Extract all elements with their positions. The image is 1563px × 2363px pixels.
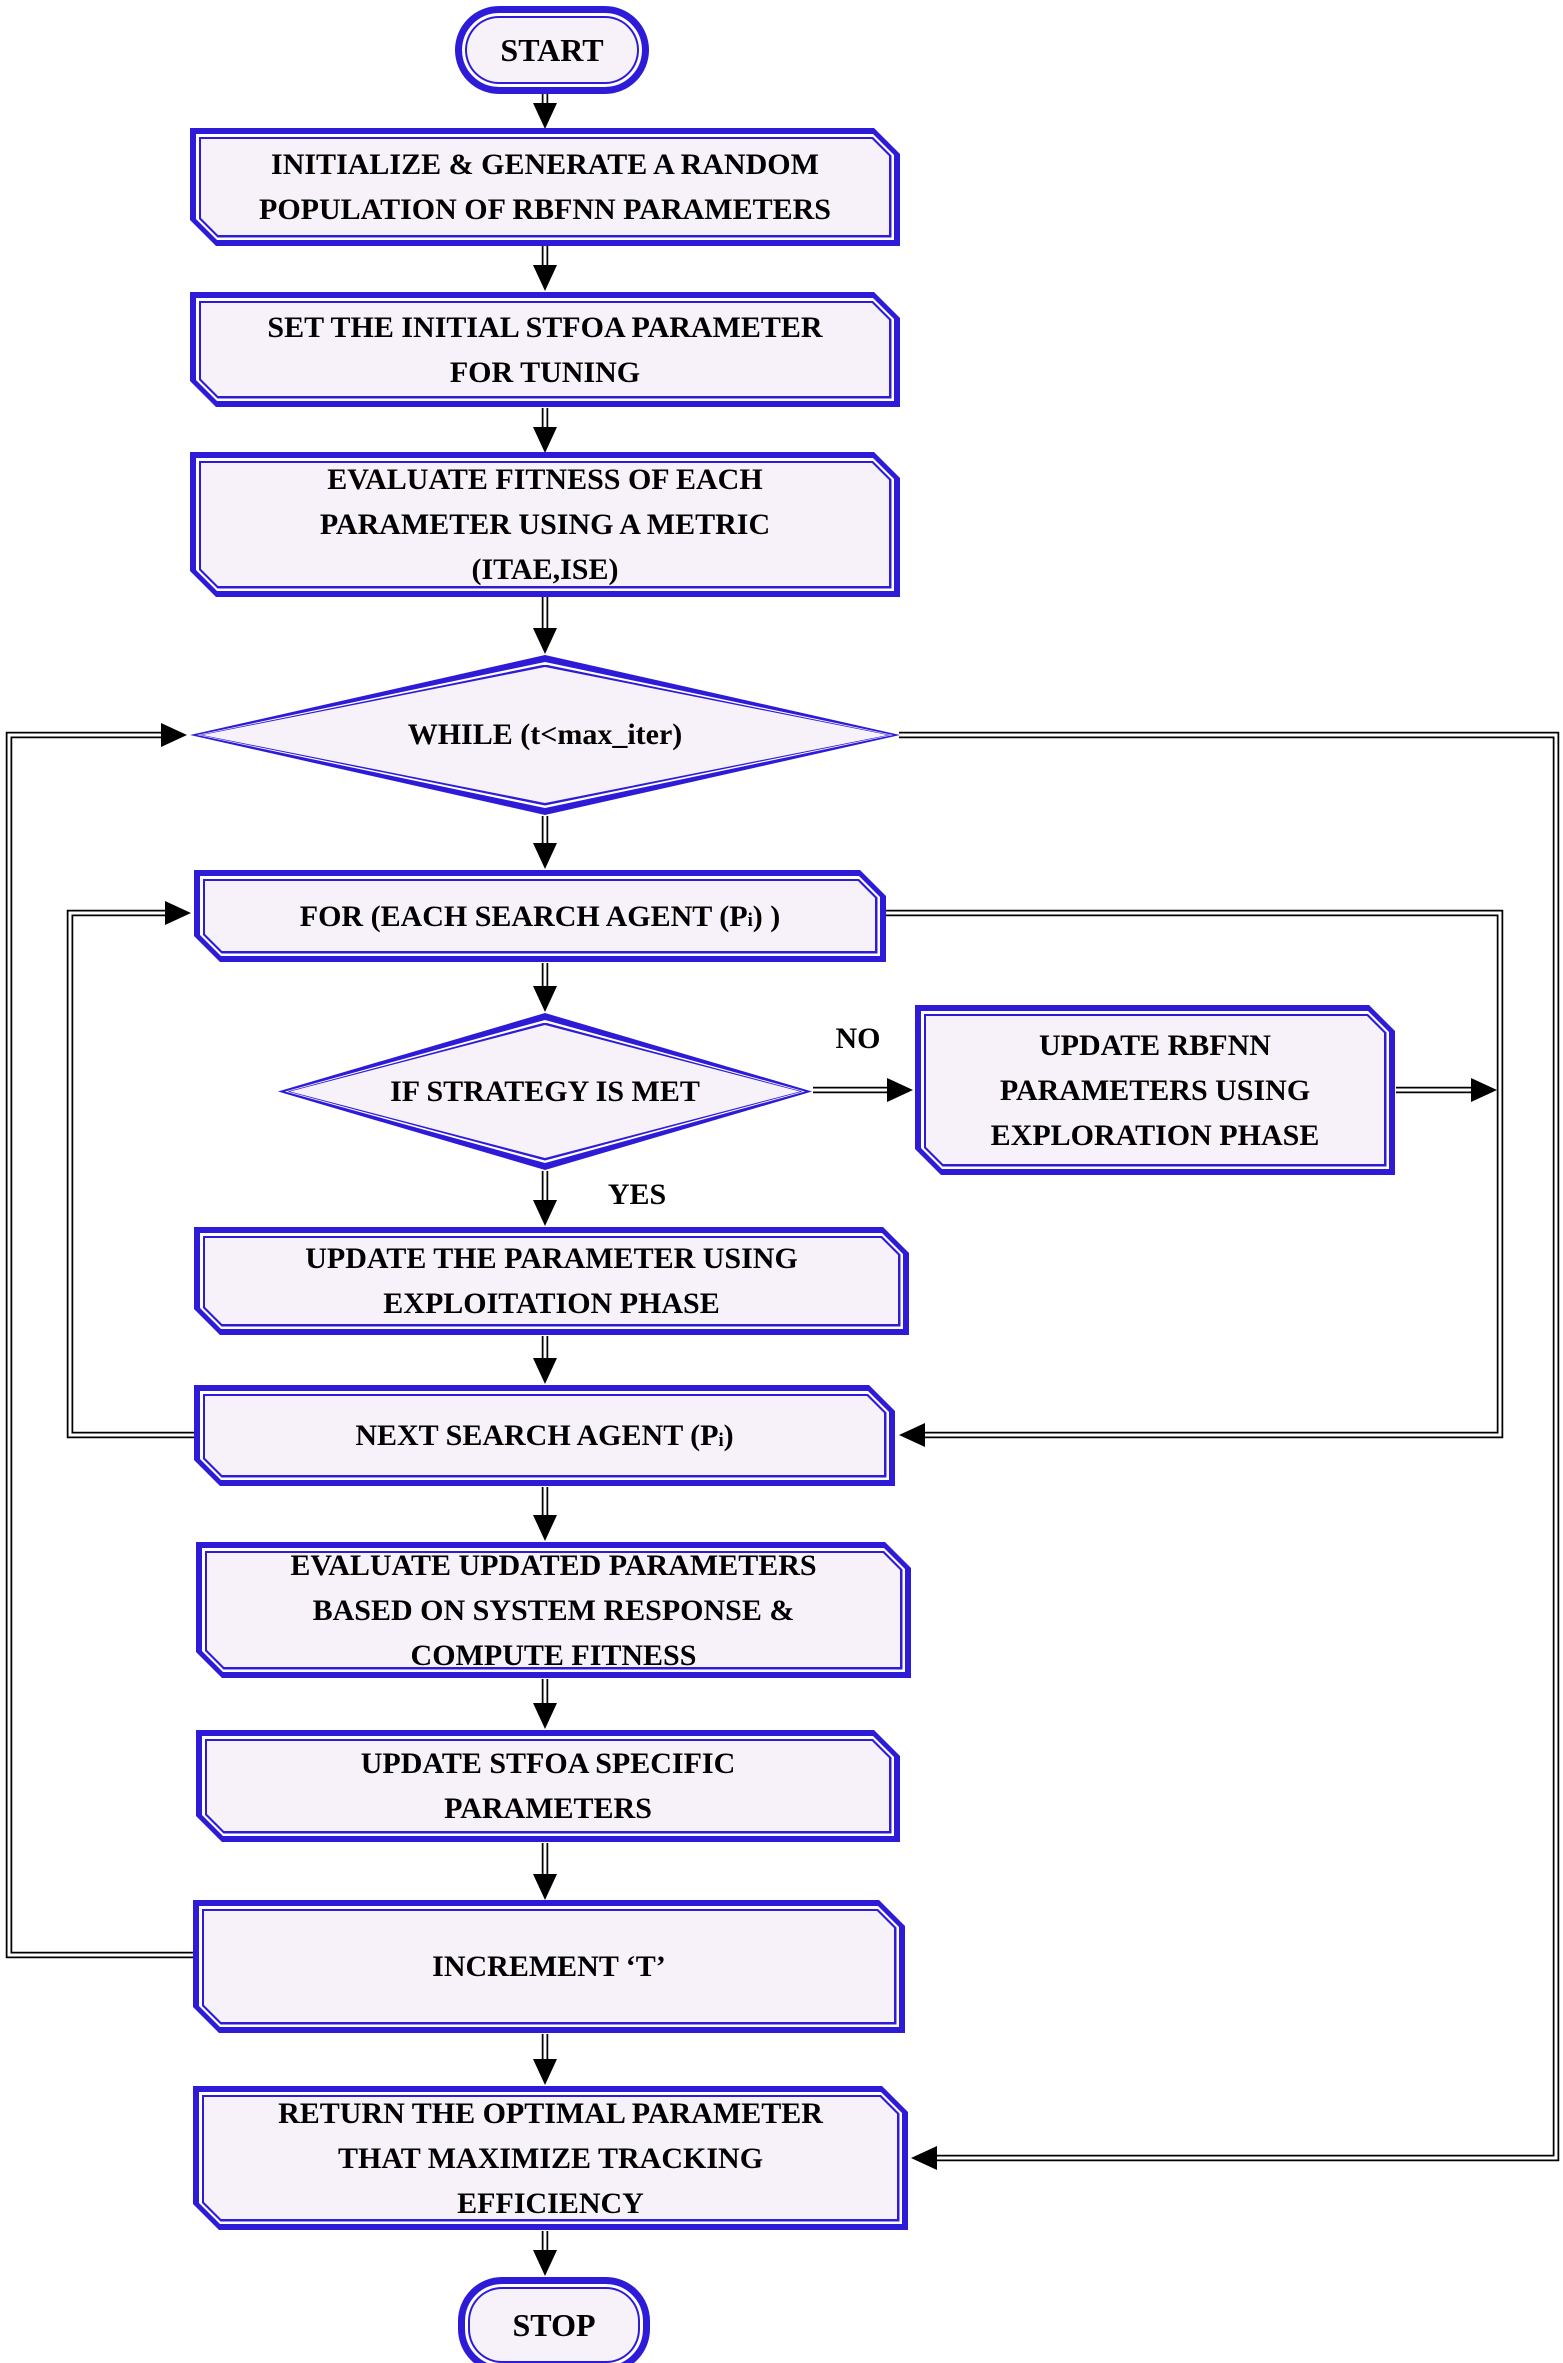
stop-label: STOP	[512, 2306, 596, 2343]
branch-label-no: NO	[835, 1022, 881, 1055]
arrowhead	[533, 2059, 557, 2085]
arrowhead	[533, 2250, 557, 2276]
node-stop: STOP	[458, 2277, 650, 2363]
node-set-initial-stfoa: SET THE INITIAL STFOA PARAMETER FOR TUNI…	[190, 292, 900, 407]
arrowhead	[887, 1078, 913, 1102]
arrowhead	[899, 1423, 925, 1447]
arrowhead	[161, 723, 187, 747]
node-label: UPDATE STFOA SPECIFIC PARAMETERS	[207, 1741, 889, 1831]
node-exploitation-phase: UPDATE THE PARAMETER USING EXPLOITATION …	[194, 1227, 909, 1335]
node-label: RETURN THE OPTIMAL PARAMETER THAT MAXIMI…	[204, 2097, 897, 2219]
node-start: START	[455, 6, 649, 94]
node-label: SET THE INITIAL STFOA PARAMETER FOR TUNI…	[201, 303, 889, 396]
node-label: UPDATE THE PARAMETER USING EXPLOITATION …	[205, 1238, 898, 1324]
arrowhead	[533, 628, 557, 654]
node-label: EVALUATE FITNESS OF EACH PARAMETER USING…	[201, 463, 889, 586]
arrowhead	[911, 2146, 937, 2170]
arrowhead	[1471, 1078, 1497, 1102]
arrowhead	[533, 986, 557, 1012]
node-update-stfoa-parameters: UPDATE STFOA SPECIFIC PARAMETERS	[196, 1730, 900, 1842]
edge-while-exit-return	[899, 731, 1560, 2162]
node-evaluate-fitness: EVALUATE FITNESS OF EACH PARAMETER USING…	[190, 452, 900, 597]
node-return-optimal-parameter: RETURN THE OPTIMAL PARAMETER THAT MAXIMI…	[193, 2086, 908, 2230]
node-label: EVALUATE UPDATED PARAMETERS BASED ON SYS…	[207, 1553, 900, 1667]
start-label: START	[500, 31, 604, 68]
node-label: UPDATE RBFNN PARAMETERS USING EXPLORATIO…	[926, 1016, 1384, 1164]
node-increment-t: INCREMENT ‘T’	[193, 1900, 905, 2033]
arrowhead	[533, 1874, 557, 1900]
node-label: INITIALIZE & GENERATE A RANDOM POPULATIO…	[201, 139, 889, 235]
node-exploration-phase: UPDATE RBFNN PARAMETERS USING EXPLORATIO…	[915, 1005, 1395, 1175]
arrowhead	[165, 901, 191, 925]
arrowhead	[533, 103, 557, 129]
node-label: INCREMENT ‘T’	[204, 1911, 894, 2022]
branch-label-yes: YES	[607, 1178, 667, 1211]
arrowhead	[533, 427, 557, 453]
arrowhead	[533, 1358, 557, 1384]
arrowhead	[533, 1703, 557, 1729]
arrowhead	[533, 265, 557, 291]
node-evaluate-updated-parameters: EVALUATE UPDATED PARAMETERS BASED ON SYS…	[196, 1542, 911, 1678]
node-initialize-population: INITIALIZE & GENERATE A RANDOM POPULATIO…	[190, 128, 900, 246]
arrowhead	[533, 1515, 557, 1541]
arrowhead	[533, 843, 557, 869]
edge-next-loop-for	[66, 909, 196, 1439]
arrowhead	[533, 1200, 557, 1226]
